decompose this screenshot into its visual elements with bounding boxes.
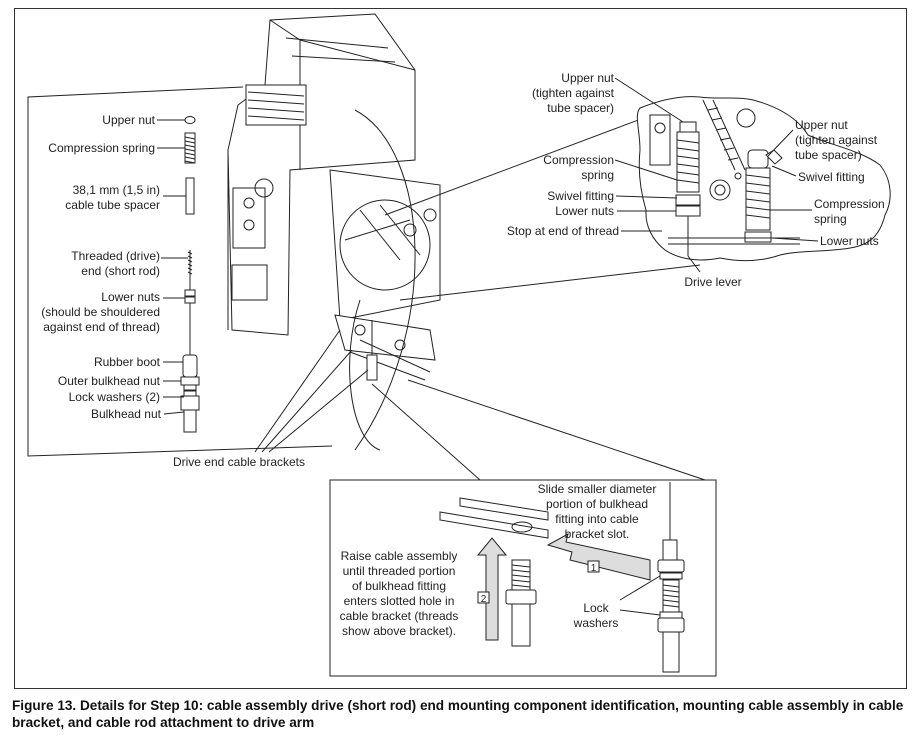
left-inset-labels: Upper nut Compression spring 38,1 mm (1,… xyxy=(41,113,305,469)
mounting-labels: Raise cable assembly until threaded port… xyxy=(340,482,657,638)
label-fr-upper-nut-line2: (tighten against xyxy=(795,133,878,147)
label-raise-line3: of bulkhead fitting xyxy=(352,579,446,593)
label-tr-compression-line2: spring xyxy=(581,168,614,182)
left-leaders xyxy=(157,119,188,415)
label-raise-line6: show above bracket). xyxy=(342,624,456,638)
label-threaded-end-line2: end (short rod) xyxy=(81,264,160,278)
part-compression-spring xyxy=(184,132,196,164)
detail-labels: Upper nut (tighten against tube spacer) … xyxy=(507,71,885,289)
label-tr-upper-nut-line3: tube spacer) xyxy=(547,101,614,115)
label-raise-line4: enters slotted hole in xyxy=(344,594,455,608)
label-stop-end-thread: Stop at end of thread xyxy=(507,224,619,238)
label-drive-lever: Drive lever xyxy=(684,275,741,289)
label-fr-compression-line1: Compression xyxy=(814,197,885,211)
part-tube-spacer xyxy=(185,177,195,215)
label-fr-upper-nut-line1: Upper nut xyxy=(795,118,848,132)
bracket-leaders xyxy=(254,329,369,453)
label-compression-spring: Compression spring xyxy=(48,141,155,155)
label-slide-line4: bracket slot. xyxy=(565,527,630,541)
breaker-body xyxy=(227,13,441,451)
label-tr-lower-nuts: Lower nuts xyxy=(555,204,614,218)
step-1-marker: 1 xyxy=(591,563,597,574)
label-outer-bulkhead-nut: Outer bulkhead nut xyxy=(58,374,161,388)
label-bulkhead-nut: Bulkhead nut xyxy=(91,407,162,421)
figure-frame xyxy=(14,8,907,689)
label-raise-line5: cable bracket (threads xyxy=(340,609,459,623)
label-fr-compression-line2: spring xyxy=(814,212,847,226)
label-raise-line1: Raise cable assembly xyxy=(341,549,458,563)
label-tr-swivel-fitting: Swivel fitting xyxy=(547,189,614,203)
label-upper-nut: Upper nut xyxy=(102,113,155,127)
label-rubber-boot: Rubber boot xyxy=(94,355,161,369)
mounting-inset-parts xyxy=(439,482,685,673)
label-fr-lower-nuts: Lower nuts xyxy=(820,234,879,248)
label-tr-compression-line1: Compression xyxy=(543,153,614,167)
label-lower-nuts-line3: against end of thread) xyxy=(43,320,160,334)
part-threaded-rod xyxy=(180,250,200,433)
label-lock-washers-2: Lock washers (2) xyxy=(69,390,160,404)
label-threaded-end-line1: Threaded (drive) xyxy=(71,249,160,263)
label-drive-end-brackets: Drive end cable brackets xyxy=(173,455,305,469)
label-fr-upper-nut-line3: tube spacer) xyxy=(795,148,862,162)
label-lower-nuts-line2: (should be shouldered xyxy=(41,305,160,319)
detail-blob-parts xyxy=(649,99,800,256)
detail-blob-leaders xyxy=(614,77,819,273)
label-tr-upper-nut-line1: Upper nut xyxy=(561,71,614,85)
label-tube-spacer-line2: cable tube spacer xyxy=(65,198,160,212)
label-fr-swivel-fitting: Swivel fitting xyxy=(798,170,865,184)
step-2-marker: 2 xyxy=(481,594,487,605)
label-lock-line1: Lock xyxy=(583,601,609,615)
label-slide-line1: Slide smaller diameter xyxy=(538,482,657,496)
figure-caption: Figure 13. Details for Step 10: cable as… xyxy=(12,698,904,730)
part-upper-nut xyxy=(184,116,196,124)
label-tube-spacer-line1: 38,1 mm (1,5 in) xyxy=(73,183,160,197)
label-lock-line2: washers xyxy=(573,616,619,630)
label-slide-line2: portion of bulkhead xyxy=(546,497,648,511)
label-raise-line2: until threaded portion xyxy=(343,564,456,578)
label-slide-line3: fitting into cable xyxy=(555,512,639,526)
label-tr-upper-nut-line2: (tighten against xyxy=(532,86,615,100)
component-inset-outline xyxy=(27,86,333,457)
label-lower-nuts-line1: Lower nuts xyxy=(101,290,160,304)
